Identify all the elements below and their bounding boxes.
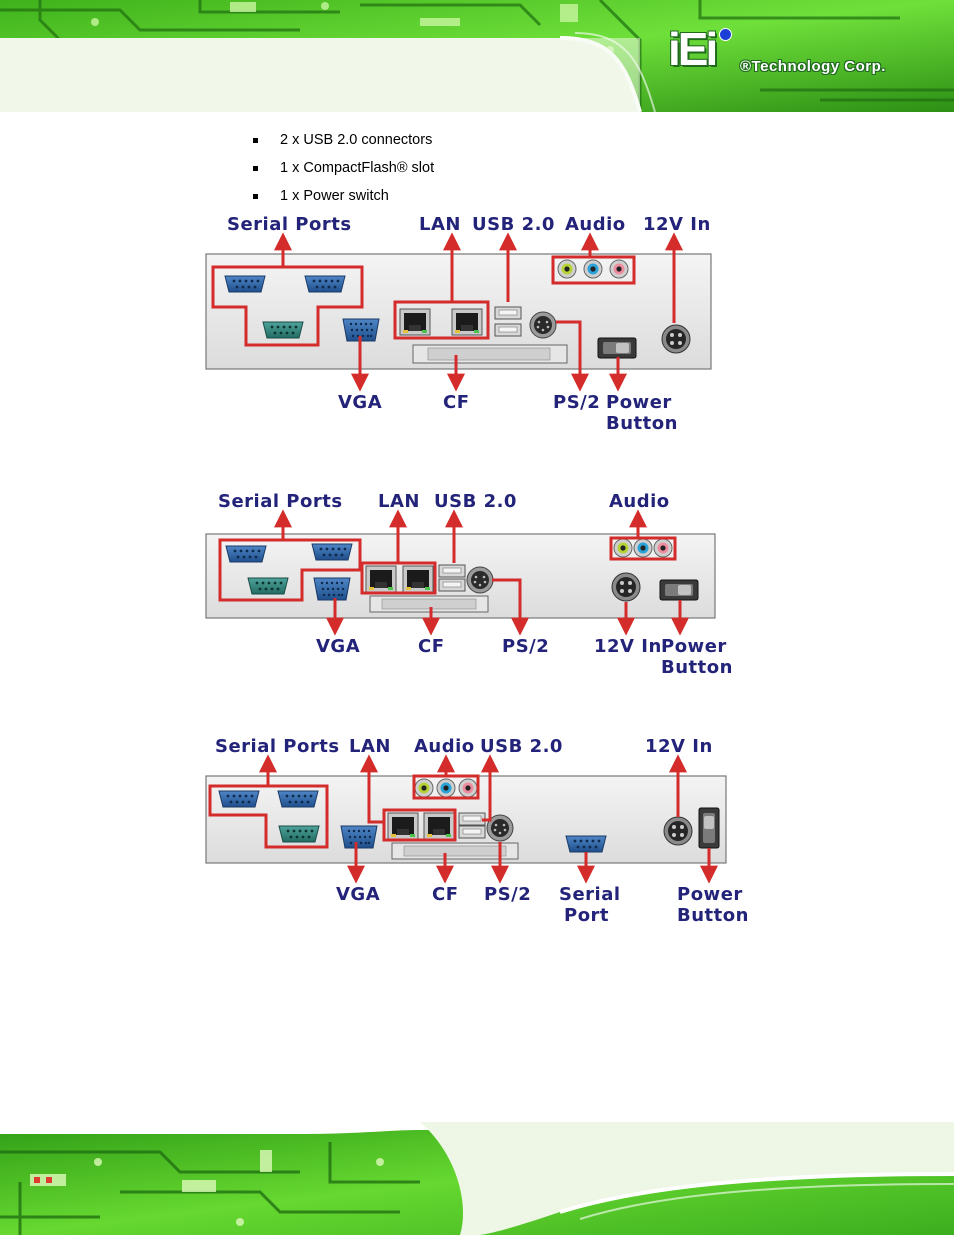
label-cf: CF xyxy=(418,636,445,657)
power-switch xyxy=(659,579,699,601)
figure-1: Serial Ports LAN USB 2.0 Audio 12V In VG… xyxy=(205,214,712,434)
logo-mark: iEi xyxy=(668,23,718,75)
label-12v-in: 12V In xyxy=(645,736,713,757)
list-item: 1 x Power switch xyxy=(252,186,434,214)
ps2-connector xyxy=(529,311,557,339)
label-power: Power xyxy=(661,636,727,657)
label-button: Button xyxy=(661,657,733,678)
serial-port-connector xyxy=(224,275,266,293)
serial-port-connector xyxy=(247,577,289,595)
label-power: Power xyxy=(606,392,672,413)
list-item-text: 1 x Power switch xyxy=(280,188,389,204)
iei-logo: iEi ®Technology Corp. xyxy=(668,22,938,82)
serial-port-connector xyxy=(311,543,353,561)
figure-3: Serial Ports LAN Audio USB 2.0 12V In VG… xyxy=(205,736,749,926)
figure-2: Serial Ports LAN USB 2.0 Audio VGA CF PS… xyxy=(205,491,733,678)
company-name: ®Technology Corp. xyxy=(740,58,886,75)
label-cf: CF xyxy=(432,884,459,905)
ps2-connector xyxy=(466,566,494,594)
label-serial: Serial xyxy=(559,884,621,905)
label-port: Port xyxy=(564,905,609,926)
label-audio: Audio xyxy=(609,491,670,512)
label-button: Button xyxy=(606,413,678,434)
label-vga: VGA xyxy=(316,636,360,657)
bullet-icon xyxy=(253,194,258,199)
usb-connector xyxy=(458,812,486,826)
label-12v-in: 12V In xyxy=(594,636,662,657)
label-ps2: PS/2 xyxy=(484,884,531,905)
label-audio: Audio xyxy=(565,214,626,235)
label-ps2: PS/2 xyxy=(502,636,549,657)
dc-in-connector xyxy=(661,324,691,354)
label-power: Power xyxy=(677,884,743,905)
vga-connector xyxy=(313,577,351,601)
list-item-text: 1 x CompactFlash® slot xyxy=(280,160,435,176)
label-usb: USB 2.0 xyxy=(434,491,517,512)
label-usb: USB 2.0 xyxy=(480,736,563,757)
label-button: Button xyxy=(677,905,749,926)
serial-port-connector xyxy=(225,545,267,563)
label-serial-ports: Serial Ports xyxy=(218,491,343,512)
label-12v-in: 12V In xyxy=(643,214,711,235)
label-audio: Audio xyxy=(414,736,475,757)
serial-port-connector xyxy=(278,825,320,843)
lan-connector xyxy=(402,565,434,593)
serial-port-connector xyxy=(277,790,319,808)
serial-port-connector xyxy=(565,835,607,853)
bullet-icon xyxy=(253,138,258,143)
dc-in-connector xyxy=(611,572,641,602)
label-vga: VGA xyxy=(336,884,380,905)
logo-dot xyxy=(719,28,732,41)
usb-connector xyxy=(438,578,466,592)
lan-connector xyxy=(451,308,483,336)
lan-connector xyxy=(399,308,431,336)
usb-connector xyxy=(494,306,522,320)
list-item: 1 x CompactFlash® slot xyxy=(252,158,434,186)
lan-connector xyxy=(387,812,419,840)
label-lan: LAN xyxy=(419,214,461,235)
vga-connector xyxy=(340,825,378,849)
dc-in-connector xyxy=(663,816,693,846)
label-cf: CF xyxy=(443,392,470,413)
label-serial-ports: Serial Ports xyxy=(215,736,340,757)
usb-connector xyxy=(438,564,466,578)
label-vga: VGA xyxy=(338,392,382,413)
label-ps2: PS/2 xyxy=(553,392,600,413)
lan-connector xyxy=(423,812,455,840)
usb-connector xyxy=(494,323,522,337)
label-lan: LAN xyxy=(349,736,391,757)
lan-connector xyxy=(365,565,397,593)
bullet-icon xyxy=(253,166,258,171)
serial-port-connector xyxy=(304,275,346,293)
list-item: 2 x USB 2.0 connectors xyxy=(252,130,434,158)
serial-port-connector xyxy=(218,790,260,808)
header-banner: iEi ®Technology Corp. xyxy=(0,0,954,112)
label-serial-ports: Serial Ports xyxy=(227,214,352,235)
feature-list: 2 x USB 2.0 connectors 1 x CompactFlash®… xyxy=(252,130,434,214)
label-usb: USB 2.0 xyxy=(472,214,555,235)
label-lan: LAN xyxy=(378,491,420,512)
footer-banner xyxy=(0,1122,954,1235)
list-item-text: 2 x USB 2.0 connectors xyxy=(280,132,433,148)
serial-port-connector xyxy=(262,321,304,339)
power-switch xyxy=(698,807,720,849)
usb-connector xyxy=(458,825,486,839)
power-switch xyxy=(597,337,637,359)
